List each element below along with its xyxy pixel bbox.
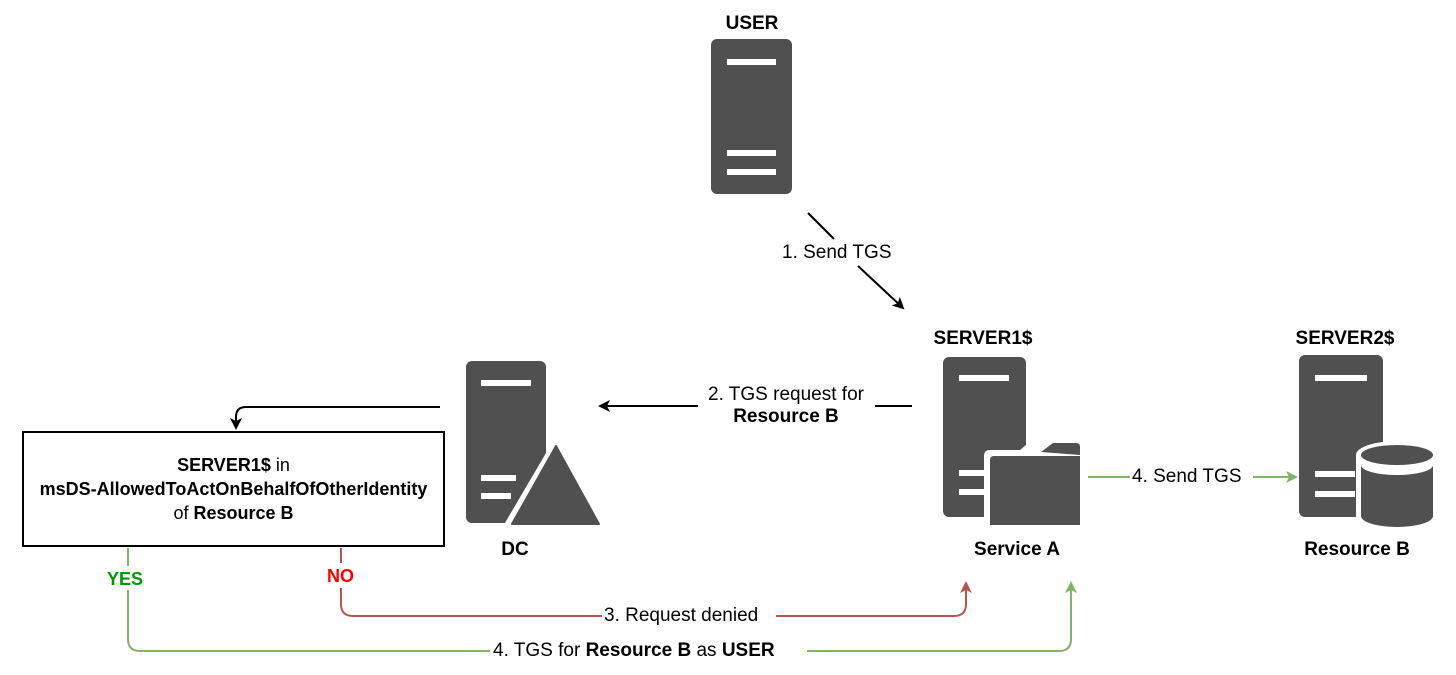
server2-title: SERVER2$ (1295, 328, 1395, 349)
tgs-for-resource: Resource B (585, 640, 692, 661)
server-triangle-icon (466, 361, 605, 528)
edge-label-tgs-request: 2. TGS request for Resource B (698, 384, 874, 428)
server1-title: SERVER1$ (933, 328, 1033, 349)
decision-of-text: of (173, 503, 194, 523)
tgs-for-pre: 4. TGS for (493, 640, 586, 661)
user-title: USER (725, 13, 779, 34)
dc-caption: DC (501, 539, 529, 560)
decision-box: SERVER1$ in msDS-AllowedToActOnBehalfOfO… (22, 431, 445, 547)
tgs-request-line-1: 2. TGS request for (708, 384, 864, 405)
edge-label-request-denied: 3. Request denied (603, 605, 760, 627)
edge-dc-to-decision (230, 406, 440, 430)
edge-yes (127, 548, 1077, 652)
decision-line-1: SERVER1$ in (177, 453, 290, 477)
decision-subject: SERVER1$ (177, 455, 271, 475)
server-folder-icon (943, 357, 1083, 528)
no-label: NO (327, 566, 354, 586)
tgs-for-mid: as (691, 640, 722, 661)
edge-label-send-tgs-4: 4. Send TGS (1131, 466, 1243, 488)
edge-label-send-tgs-1: 1. Send TGS (781, 242, 893, 264)
decision-line-3: of Resource B (173, 501, 293, 525)
edge-send-tgs-1 (807, 212, 905, 310)
decision-object: Resource B (193, 503, 294, 523)
edge-no (340, 548, 972, 617)
server1-caption: Service A (974, 539, 1060, 560)
decision-attribute: msDS-AllowedToActOnBehalfOfOtherIdentity (39, 479, 428, 499)
edge-label-tgs-for-resource: 4. TGS for Resource B as USER (492, 640, 776, 662)
yes-label: YES (107, 569, 144, 589)
server-database-icon (1299, 355, 1438, 530)
user-server-icon (711, 39, 792, 194)
tgs-for-user: USER (721, 640, 775, 661)
tgs-request-line-2: Resource B (733, 406, 839, 427)
server2-caption: Resource B (1304, 539, 1410, 560)
decision-in-text: in (270, 455, 290, 475)
